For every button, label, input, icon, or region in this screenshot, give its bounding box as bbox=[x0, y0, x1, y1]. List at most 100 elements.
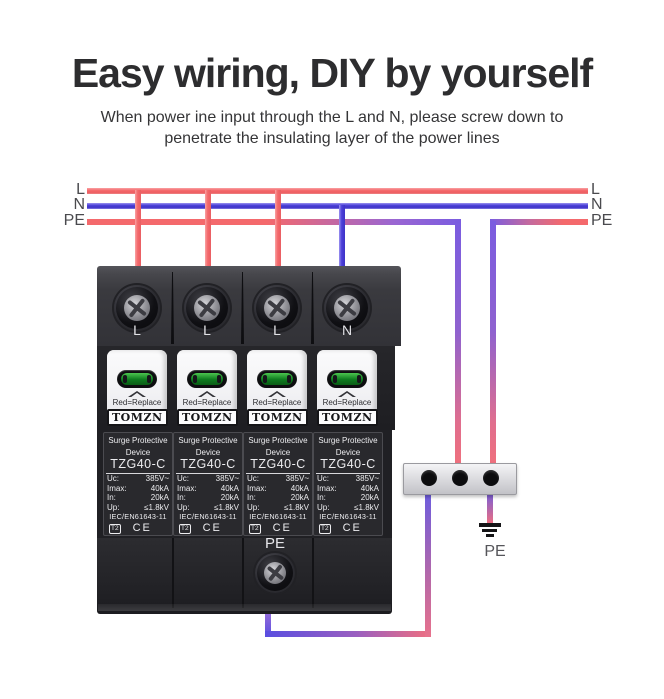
spec-value: 385V~ bbox=[285, 474, 309, 483]
spec-key: In: bbox=[317, 493, 326, 502]
spec-row: Imax:40kA bbox=[314, 484, 382, 494]
spec-value: ≤1.8kV bbox=[284, 502, 309, 512]
terminal-hole-icon bbox=[483, 470, 499, 486]
ground-label: PE bbox=[484, 543, 506, 560]
product-name-line2: Device bbox=[195, 448, 221, 457]
spec-key: Imax: bbox=[107, 483, 127, 493]
chevron-up-icon bbox=[268, 391, 286, 397]
product-name-line2: Device bbox=[265, 448, 291, 457]
spec-row: Uc: 385V~ bbox=[174, 474, 242, 484]
certification-row: T2 CE bbox=[314, 522, 382, 534]
spd-module: Red=Replace TOMZN bbox=[317, 350, 378, 426]
spec-value: 20kA bbox=[360, 493, 379, 502]
indicator-note: Red=Replace bbox=[112, 398, 162, 407]
standard-code: IEC/EN61643-11 bbox=[179, 512, 237, 521]
l-drop-wire-1 bbox=[135, 190, 141, 270]
spec-key: Up: bbox=[247, 502, 260, 512]
spec-row: Up: ≤1.8kV bbox=[244, 503, 312, 513]
model-number: TZG40-C bbox=[110, 457, 166, 471]
spec-key: Uc: bbox=[177, 474, 189, 483]
subtitle-line-2: penetrate the insulating layer of the po… bbox=[164, 130, 500, 147]
ground-symbol-icon bbox=[479, 523, 501, 527]
status-indicator-icon bbox=[327, 370, 367, 388]
indicator-note: Red=Replace bbox=[322, 398, 372, 407]
spec-row: Imax:40kA bbox=[104, 484, 172, 494]
pe-bus-wire-right bbox=[490, 219, 588, 225]
spd-module: Red=Replace TOMZN bbox=[247, 350, 308, 426]
indicator-note: Red=Replace bbox=[252, 398, 302, 407]
spec-key: In: bbox=[107, 493, 116, 502]
bus-label-left-l: L bbox=[76, 181, 85, 198]
screw-head-icon bbox=[264, 562, 286, 584]
ce-mark: CE bbox=[342, 522, 362, 534]
brand-logo: TOMZN bbox=[317, 409, 378, 426]
spec-label: Surge Protective Device TZG40-C Uc:385V~… bbox=[243, 432, 313, 536]
page-title: Easy wiring, DIY by yourself bbox=[71, 50, 593, 96]
type-badge: T2 bbox=[249, 523, 261, 534]
standard-code: IEC/EN61643-11 bbox=[249, 512, 307, 521]
pole-separator bbox=[172, 538, 174, 608]
spec-value: 20kA bbox=[290, 493, 309, 502]
device-pe-wire-vertical bbox=[265, 610, 271, 637]
device-pe-wire-horizontal bbox=[265, 631, 431, 637]
spd-module: Red=Replace TOMZN bbox=[107, 350, 168, 426]
brand-logo: TOMZN bbox=[247, 409, 308, 426]
surge-protector-device: L L L N Red=Replace TOMZN Red=Replace TO… bbox=[97, 266, 401, 614]
subtitle-line-1: When power ine input through the L and N… bbox=[100, 109, 564, 126]
label-divider bbox=[176, 473, 240, 474]
status-indicator-green bbox=[121, 373, 153, 385]
terminal-hole-icon bbox=[421, 470, 437, 486]
terminal-label-l2: L bbox=[203, 322, 211, 338]
pole-separator bbox=[312, 538, 314, 608]
status-indicator-green bbox=[191, 373, 223, 385]
spec-value: ≤1.8kV bbox=[354, 502, 379, 512]
pole-separator bbox=[242, 538, 244, 608]
spec-row: Up: ≤1.8kV bbox=[314, 503, 382, 513]
brand-logo: TOMZN bbox=[107, 409, 168, 426]
spec-key: Up: bbox=[317, 502, 330, 512]
block-pe-wire-vertical bbox=[425, 490, 431, 637]
spec-value: 385V~ bbox=[215, 474, 239, 483]
terminal-hole-icon bbox=[452, 470, 468, 486]
spec-row: Imax: 40kA bbox=[174, 484, 242, 494]
device-spec-section: Surge Protective Device TZG40-C Uc: 385V~… bbox=[97, 430, 392, 538]
pole-separator bbox=[241, 272, 244, 344]
spec-value: 40kA bbox=[220, 483, 239, 493]
spec-row: In:20kA bbox=[244, 493, 312, 503]
product-name-line2: Device bbox=[125, 448, 151, 457]
ground-wire bbox=[487, 490, 493, 524]
spec-label: Surge Protective Device TZG40-C Uc:385V~… bbox=[103, 432, 173, 536]
spec-row: Imax:40kA bbox=[244, 484, 312, 494]
earth-terminal-block bbox=[403, 463, 517, 495]
l-bus-wire bbox=[87, 188, 588, 194]
model-number: TZG40-C bbox=[320, 457, 376, 471]
label-divider bbox=[246, 473, 310, 474]
spec-key: Imax: bbox=[177, 483, 197, 493]
standard-code: IEC/EN61643-11 bbox=[319, 512, 377, 521]
status-indicator-green bbox=[261, 373, 293, 385]
bus-label-left-n: N bbox=[73, 196, 85, 213]
pe-drop-wire-right bbox=[490, 221, 496, 467]
l-drop-wire-3 bbox=[275, 190, 281, 270]
type-badge: T2 bbox=[319, 523, 331, 534]
spec-row: Up:≤1.8kV bbox=[104, 503, 172, 513]
ground-symbol-icon bbox=[486, 534, 494, 537]
pole-separator bbox=[171, 272, 174, 344]
pole-separator bbox=[311, 272, 314, 344]
spec-row: Uc:385V~ bbox=[244, 474, 312, 484]
screw-head-icon bbox=[124, 295, 150, 321]
terminal-screw-icon bbox=[114, 285, 160, 331]
product-name-line1: Surge Protective bbox=[248, 436, 308, 445]
spec-value: 20kA bbox=[150, 493, 169, 502]
spec-key: In: bbox=[177, 493, 186, 502]
spec-key: Uc: bbox=[317, 474, 329, 483]
device-bottom-terminal-section: PE bbox=[97, 535, 392, 614]
pe-drop-wire-left bbox=[455, 221, 461, 467]
terminal-screw-icon bbox=[324, 285, 370, 331]
status-indicator-icon bbox=[187, 370, 227, 388]
terminal-label-n: N bbox=[341, 322, 353, 338]
terminal-label-l1: L bbox=[133, 322, 141, 338]
spec-key: Imax: bbox=[247, 483, 267, 493]
device-module-row: Red=Replace TOMZN Red=Replace TOMZN Red=… bbox=[97, 346, 395, 430]
spec-value: 20kA bbox=[220, 493, 239, 502]
